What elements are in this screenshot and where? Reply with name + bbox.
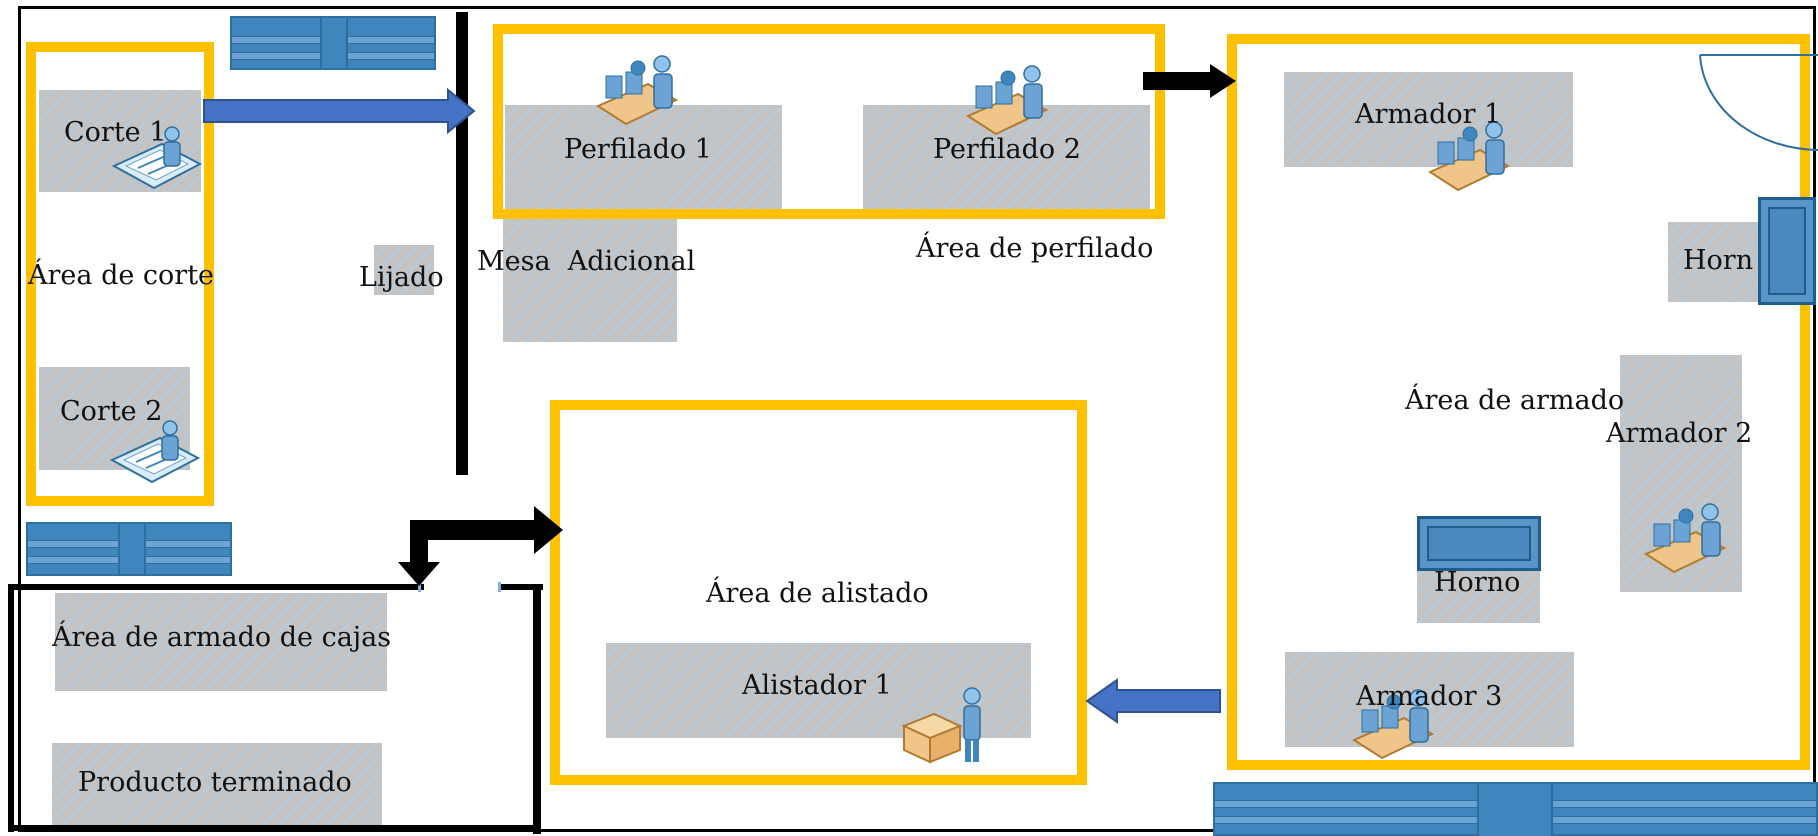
label-mesa-adicional: Mesa Adicional <box>477 246 696 277</box>
wall-vertical-lijado <box>456 12 468 475</box>
wall-cajas-bottom <box>8 825 540 831</box>
station-armador-3 <box>1285 652 1574 747</box>
station-producto-terminado <box>52 743 382 825</box>
oven-right <box>1758 197 1816 305</box>
label-area-alistado: Área de alistado <box>706 578 929 609</box>
label-armador-1: Armador 1 <box>1355 99 1502 130</box>
assembly-line-worker-icon <box>966 65 1049 136</box>
zone-corte <box>26 42 214 506</box>
label-perfilado-2: Perfilado 2 <box>933 134 1081 165</box>
arrow-corte-to-perfilado <box>203 87 476 135</box>
assembly-line-worker-icon <box>596 55 679 126</box>
assembly-line-worker-icon <box>1428 121 1511 192</box>
label-corte-2: Corte 2 <box>60 396 163 427</box>
arrow-cajas-to-alistado <box>398 506 563 586</box>
shelf-left <box>26 522 232 576</box>
building-outline <box>18 6 1816 832</box>
label-horno-center: Horno <box>1434 567 1521 598</box>
station-lijado <box>374 245 434 295</box>
label-area-armado: Área de armado <box>1405 385 1625 416</box>
arrow-armado-to-alistado <box>1085 678 1221 724</box>
oven-center <box>1417 516 1541 571</box>
label-area-armado-cajas: Área de armado de cajas <box>52 622 392 653</box>
wall-cajas-top-right <box>500 584 543 590</box>
arrow-perfilado-to-armado <box>1143 64 1236 98</box>
door-gap-right <box>498 582 501 592</box>
label-area-perfilado: Área de perfilado <box>916 233 1154 264</box>
shelf-bottom-right <box>1213 782 1818 836</box>
shelf-top <box>230 16 436 70</box>
assembly-line-worker-icon <box>1352 689 1435 760</box>
packing-worker-icon <box>901 687 981 764</box>
cutting-worker-icon <box>110 420 201 484</box>
zone-alistado <box>550 400 1087 785</box>
station-perfilado-1 <box>505 105 782 210</box>
station-alistador-1 <box>606 643 1031 738</box>
label-lijado: Lijado <box>359 262 444 293</box>
wall-cajas-left <box>8 584 14 832</box>
label-horno-right: Horn <box>1683 245 1754 276</box>
door-gap-left <box>418 582 421 592</box>
door-swing <box>1699 54 1818 151</box>
label-armador-2: Armador 2 <box>1606 418 1753 449</box>
label-corte-1: Corte 1 <box>64 117 167 148</box>
wall-cajas-right <box>533 584 541 834</box>
wall-cajas-top <box>8 584 424 590</box>
label-area-corte: Área de corte <box>28 260 215 291</box>
station-armado-cajas <box>55 593 387 691</box>
assembly-line-worker-icon <box>1644 503 1727 574</box>
label-producto-terminado: Producto terminado <box>78 767 352 798</box>
label-alistador-1: Alistador 1 <box>742 670 892 701</box>
station-armador-1 <box>1284 72 1573 167</box>
station-mesa-adicional <box>503 210 677 342</box>
zone-perfilado <box>493 24 1165 219</box>
label-armador-3: Armador 3 <box>1356 681 1503 712</box>
cutting-worker-icon <box>112 126 203 190</box>
label-perfilado-1: Perfilado 1 <box>564 134 712 165</box>
zone-armado <box>1227 34 1810 770</box>
